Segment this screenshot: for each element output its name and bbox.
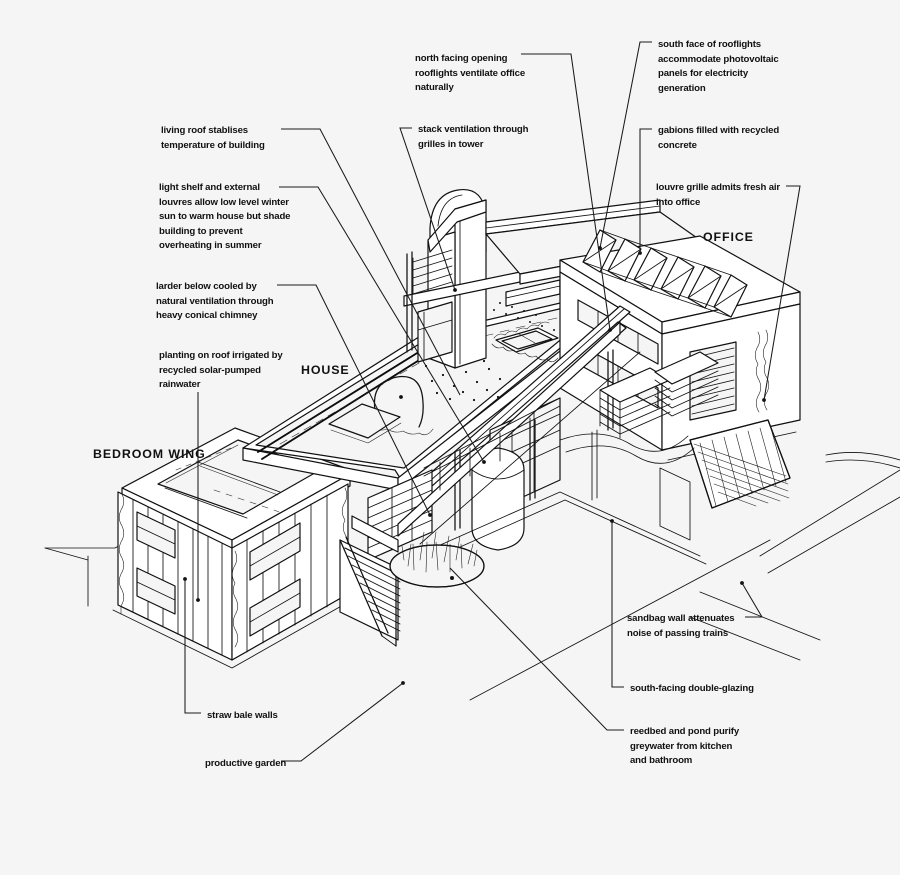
annotation-reedbed-pond: reedbed and pond purify greywater from k… [630, 726, 740, 767]
annotation-productive-garden: productive garden [205, 758, 287, 769]
zone-label-bedroom-wing: BEDROOM WING [93, 447, 206, 461]
leader-larder [277, 284, 431, 516]
sawtooth-rooflights [582, 229, 748, 318]
annotation-stack-ventilation: stack ventilation through grilles in tow… [418, 124, 529, 150]
annotation-straw-bale-walls: straw bale walls [207, 710, 278, 721]
annotation-living-roof: living roof stablises temperature of bui… [161, 125, 265, 151]
zone-label-office: OFFICE [703, 230, 754, 244]
leader-gabions [639, 128, 652, 253]
annotation-larder: larder below cooled by natural ventilati… [156, 281, 274, 322]
annotation-north-facing-opening: north facing opening rooflights ventilat… [415, 53, 526, 94]
leader-productive-garden [281, 682, 404, 762]
external-stair [339, 515, 401, 647]
leader-light-shelf [279, 186, 485, 463]
annotation-planting-on-roof: planting on roof irrigated by recycled s… [159, 350, 283, 391]
terrace-steps [599, 351, 719, 439]
leader-lines-group [184, 41, 801, 762]
leader-reedbed-pond [449, 567, 624, 731]
leader-straw-bale-walls [184, 579, 201, 714]
gabion-wall [689, 419, 791, 509]
leader-south-face-rooflights [599, 41, 652, 249]
annotation-south-facing-double-glazing: south-facing double-glazing [630, 683, 754, 694]
annotation-south-face-rooflights: south face of rooflights accommodate pho… [658, 39, 779, 94]
leader-louvre-grille [763, 185, 801, 401]
annotation-gabions: gabions filled with recycled concrete [658, 125, 780, 151]
site-ground-lines [44, 452, 900, 701]
leader-stack-ventilation [399, 127, 456, 291]
zone-label-house: HOUSE [301, 363, 350, 377]
deck-railings [423, 397, 691, 541]
leader-living-roof [281, 128, 461, 396]
leader-north-facing-opening [521, 53, 611, 331]
annotation-light-shelf: light shelf and external louvres allow l… [159, 182, 291, 252]
leader-south-facing-double-glazing [611, 521, 624, 688]
leader-sandbag-wall [741, 582, 763, 618]
reedbed-pond [389, 531, 485, 588]
ventilation-tower [403, 188, 521, 369]
annotation-louvre-grille: louvre grille admits fresh air into offi… [656, 182, 780, 208]
annotation-sandbag-wall: sandbag wall attenuates noise of passing… [627, 613, 735, 639]
